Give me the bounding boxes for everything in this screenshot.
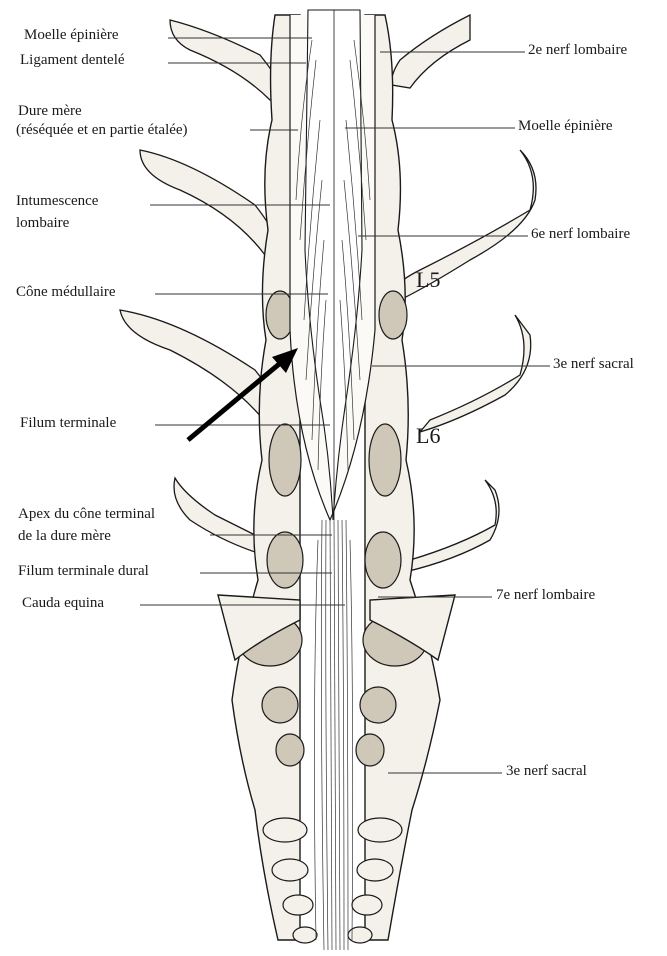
label-apex-dure-mere: de la dure mère — [16, 527, 113, 546]
label-3e-nerf-sacral-upper: 3e nerf sacral — [551, 355, 636, 374]
label-filum-terminale: Filum terminale — [18, 414, 118, 433]
label-6e-nerf-lombaire: 6e nerf lombaire — [529, 225, 632, 244]
label-cone-medullaire: Cône médullaire — [14, 283, 118, 302]
vertebra-label-l6: L6 — [416, 424, 440, 448]
right-transverse-processes — [392, 15, 536, 572]
label-dure-mere-detail: (réséquée et en partie étalée) — [14, 121, 190, 140]
label-cauda-equina: Cauda equina — [20, 594, 106, 613]
label-3e-nerf-sacral-lower: 3e nerf sacral — [504, 762, 589, 781]
vertebra-label-l5: L5 — [416, 268, 440, 292]
label-apex-cone: Apex du cône terminal — [16, 505, 157, 524]
label-moelle-epiniere-right: Moelle épinière — [516, 117, 615, 136]
label-moelle-epiniere-left: Moelle épinière — [22, 26, 121, 45]
label-intumescence-lombaire: lombaire — [14, 214, 71, 233]
label-ligament-dentele: Ligament dentelé — [18, 51, 127, 70]
label-dure-mere: Dure mère — [16, 102, 84, 121]
label-intumescence: Intumescence — [14, 192, 100, 211]
label-filum-terminale-dural: Filum terminale dural — [16, 562, 151, 581]
label-7e-nerf-lombaire: 7e nerf lombaire — [494, 586, 597, 605]
label-2e-nerf-lombaire: 2e nerf lombaire — [526, 41, 629, 60]
